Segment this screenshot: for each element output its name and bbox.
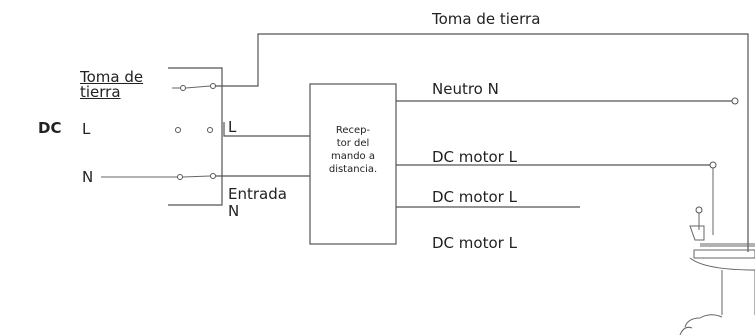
terminal-neutral-in [177,174,183,180]
terminal-neutral-out [210,173,216,179]
terminal-block-outline [168,67,223,206]
terminal-entrada-label: Entrada [228,185,287,203]
receiver-label: Recep- tor del mando a distancia. [328,125,378,175]
receiver-box [309,83,397,245]
ground-link-line [185,85,211,89]
terminal-live-label: L [228,118,237,136]
terminal-entrada-n-label: N [228,202,240,220]
output-motor-2-label: DC motor L [432,188,517,206]
ceiling-fan-icon [679,225,755,335]
live-wire [223,122,310,137]
neutral-link-line [182,175,211,178]
diagram-title: DC [38,119,62,137]
terminal-live-out [207,127,213,133]
output-ground-label: Toma de tierra [432,10,541,28]
motor-1-terminal [709,161,717,169]
input-live-label: L [82,120,91,138]
input-neutral-label: N [82,168,94,186]
input-ground-label: Toma de tierra [80,68,144,101]
output-motor-1-label: DC motor L [432,148,517,166]
fan-lead-terminal [695,206,703,214]
terminal-ground-out [210,83,216,89]
output-neutral-label: Neutro N [432,80,499,98]
output-motor-3-label: DC motor L [432,234,517,252]
ground-wire [213,33,749,252]
neutral-out-terminal [731,97,739,105]
terminal-ground-in [180,85,186,91]
terminal-live-in [175,127,181,133]
